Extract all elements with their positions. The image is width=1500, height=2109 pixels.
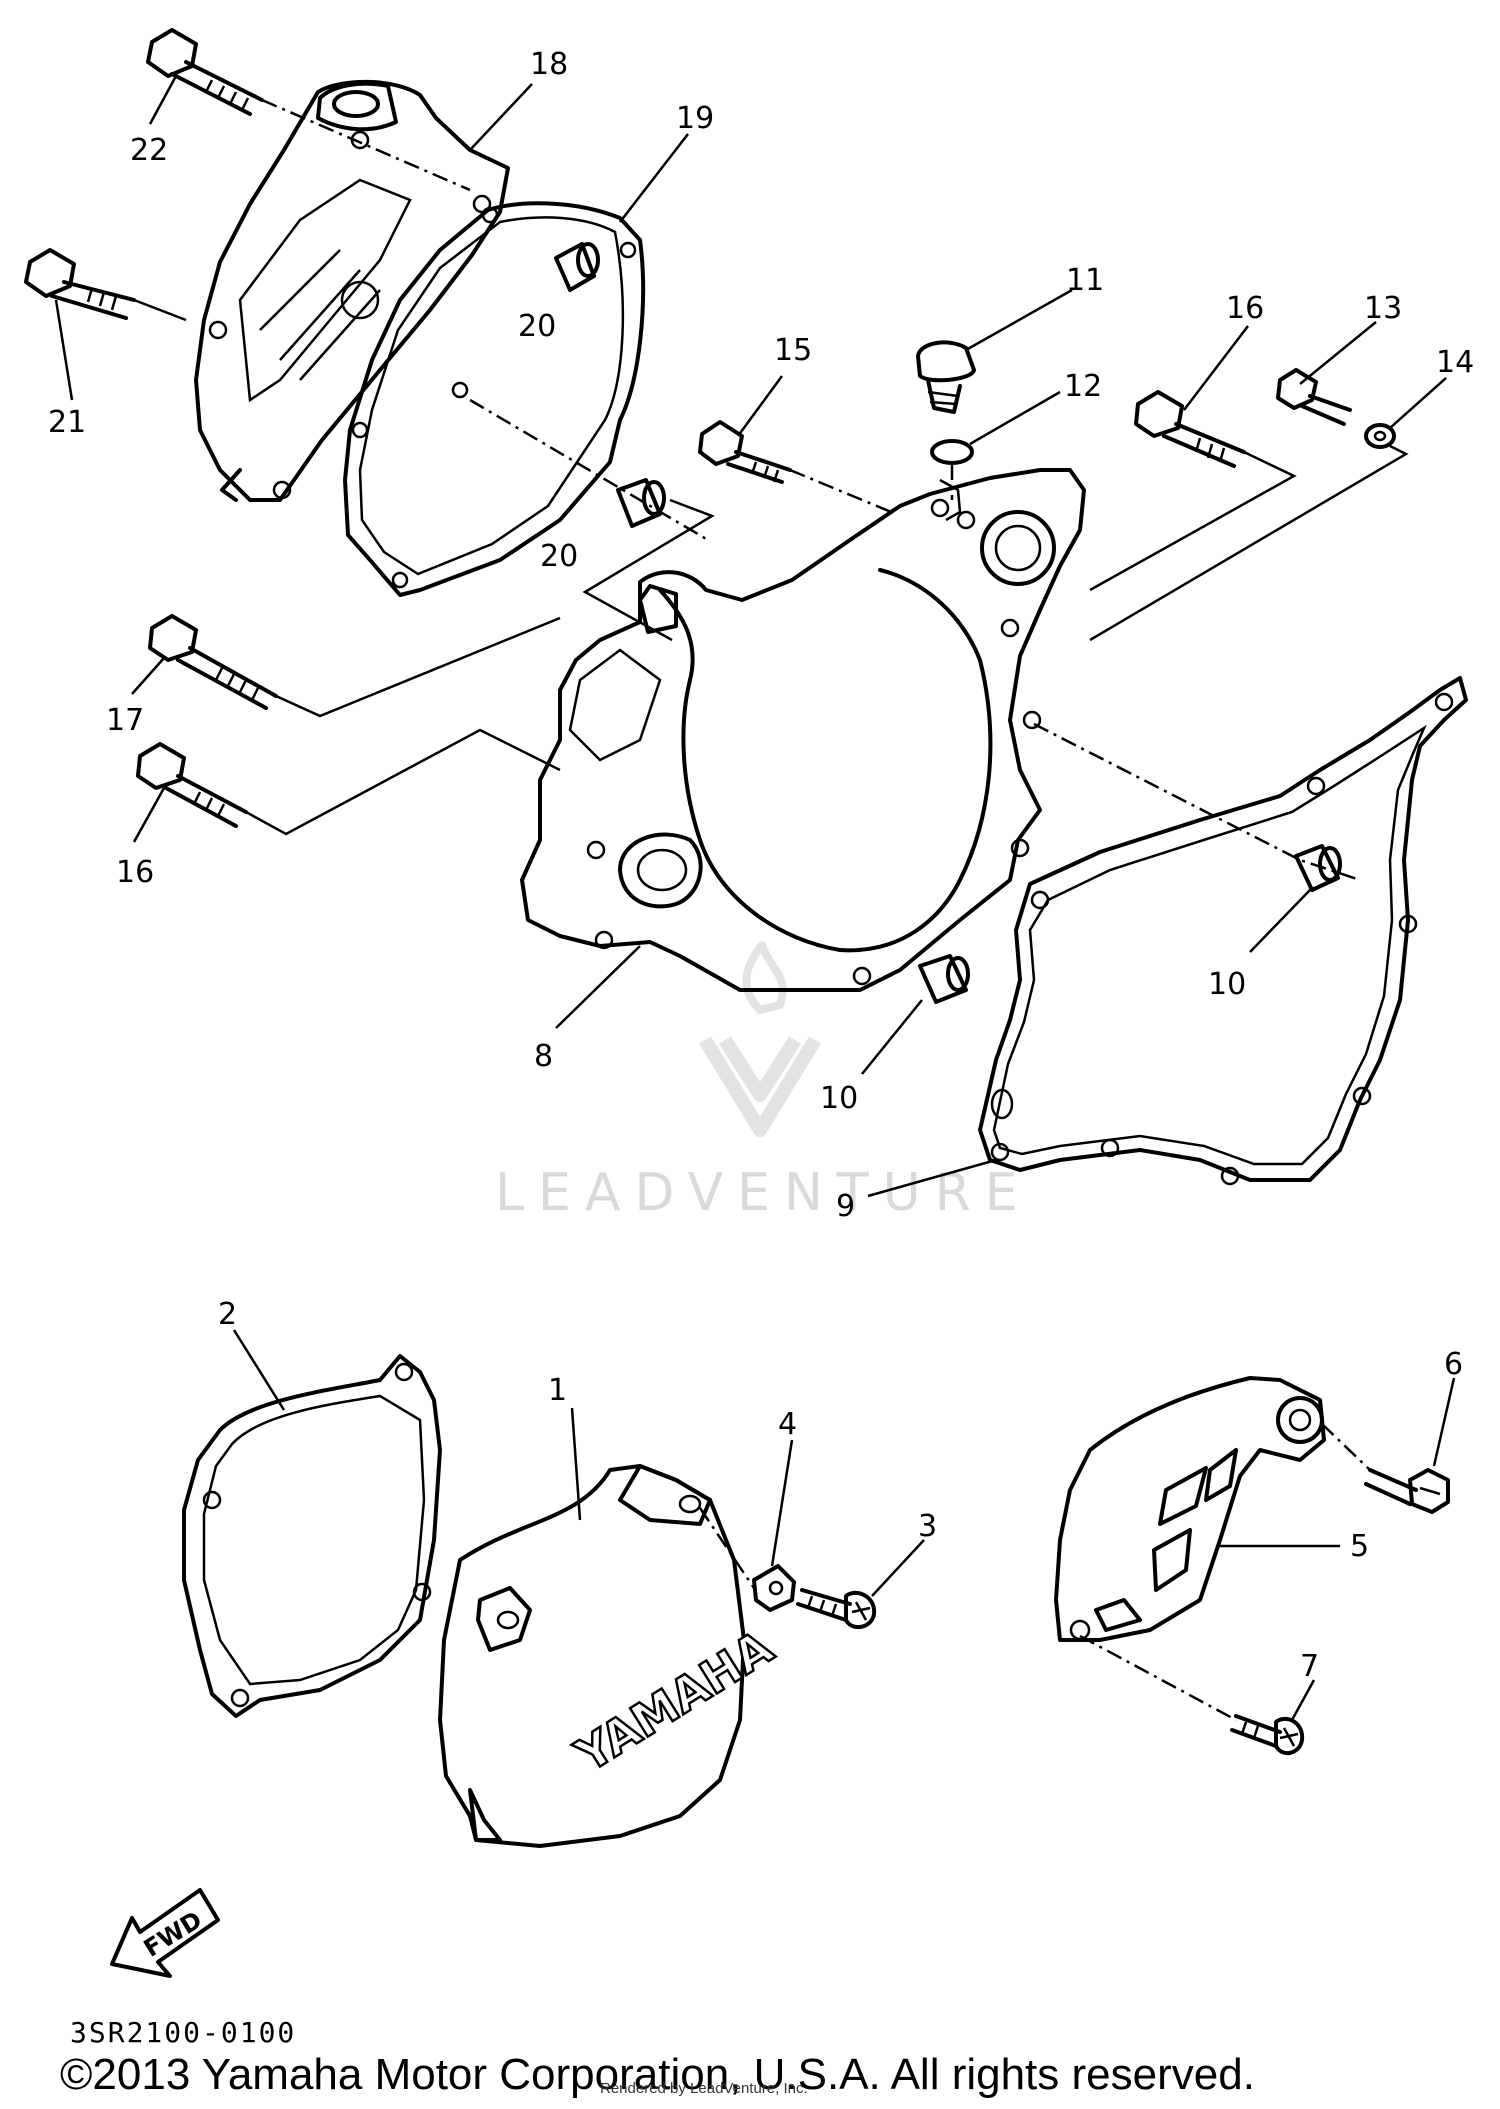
guide-line-8-9 — [1033, 722, 1361, 882]
leader-2 — [232, 1329, 286, 1411]
leader-21 — [54, 299, 74, 401]
callout-15: 15 — [774, 333, 812, 368]
leader-13 — [1299, 321, 1377, 385]
callout-12: 12 — [1064, 369, 1102, 404]
callout-1: 1 — [548, 1373, 567, 1408]
bolt-22 — [146, 28, 264, 116]
yamaha-emblem: YAMAHA — [566, 1620, 782, 1783]
callout-11: 11 — [1066, 263, 1104, 298]
guide-line-1-4 — [698, 1507, 756, 1589]
guide-line-15 — [789, 468, 897, 516]
leader-15 — [736, 375, 784, 437]
leader-9 — [867, 1158, 997, 1198]
guide-line-21 — [133, 298, 187, 322]
washer-4 — [752, 1564, 796, 1612]
leader-10-left — [861, 999, 923, 1075]
leader-6 — [1432, 1377, 1456, 1467]
callout-16-lower: 16 — [116, 855, 154, 890]
callout-20-lower: 20 — [540, 539, 578, 574]
callout-8: 8 — [534, 1039, 553, 1074]
leader-7 — [1290, 1679, 1316, 1721]
callout-14: 14 — [1436, 345, 1474, 380]
leader-4 — [770, 1439, 794, 1567]
leader-22 — [148, 75, 178, 125]
dowel-pin-10-left — [918, 954, 970, 1004]
bolt-15 — [698, 420, 792, 484]
leader-16-upper — [1183, 325, 1249, 411]
dowel-pin-10-right — [1294, 844, 1342, 892]
leader-12 — [969, 390, 1061, 446]
leadventure-watermark-logo — [699, 941, 821, 1137]
bolt-21 — [24, 248, 136, 320]
guide-line-22 — [261, 98, 471, 192]
o-ring-12 — [930, 439, 974, 465]
crankcase-cover-8 — [520, 468, 1086, 992]
guide-line-17 — [275, 616, 561, 718]
leader-17 — [131, 657, 165, 695]
callout-20-upper: 20 — [518, 309, 556, 344]
gasket-2 — [182, 1354, 442, 1718]
leader-3 — [871, 1539, 925, 1597]
guide-line-19-20 — [469, 398, 709, 542]
guide-line-16-lower — [245, 728, 561, 836]
callout-16-upper: 16 — [1226, 291, 1264, 326]
forward-direction-arrow: FWD — [110, 1888, 220, 1978]
callout-2: 2 — [218, 1297, 237, 1332]
bolt-16-lower — [136, 742, 248, 828]
screw-3 — [796, 1588, 877, 1630]
callout-10-left: 10 — [820, 1081, 858, 1116]
guide-line-16-upper — [1089, 450, 1297, 592]
oil-plug-11 — [916, 340, 976, 414]
callout-22: 22 — [130, 133, 168, 168]
washer-14 — [1364, 423, 1396, 449]
leader-16-lower — [132, 787, 166, 843]
ignition-cover-1: YAMAHA — [438, 1464, 784, 1848]
render-credit: Rendered by LeadVenture, Inc. — [600, 2080, 808, 2097]
guide-line-6 — [1321, 1423, 1371, 1471]
callout-3: 3 — [918, 1509, 937, 1544]
callout-7: 7 — [1300, 1649, 1319, 1684]
bolt-13 — [1276, 368, 1352, 426]
callout-17: 17 — [106, 703, 144, 738]
gasket-19 — [343, 201, 646, 597]
diagram-part-code: 3SR2100-0100 — [70, 2016, 297, 2049]
dowel-pin-20-upper — [554, 242, 600, 292]
callout-5: 5 — [1350, 1529, 1369, 1564]
callout-6: 6 — [1444, 1347, 1463, 1382]
guide-line-7 — [1079, 1634, 1237, 1722]
leader-10-right — [1249, 889, 1311, 953]
guide-line-14 — [1089, 444, 1409, 642]
fwd-label: FWD — [139, 1906, 207, 1963]
copyright-notice: ©2013 Yamaha Motor Corporation, U.S.A. A… — [60, 2050, 1255, 2099]
leader-18 — [469, 83, 533, 151]
watermark-text: LEADVENTURE — [495, 1163, 1032, 1223]
callout-21: 21 — [48, 405, 86, 440]
callout-4: 4 — [778, 1407, 797, 1442]
callout-19: 19 — [676, 101, 714, 136]
bolt-17 — [148, 614, 278, 710]
leader-11 — [965, 288, 1073, 352]
guide-line-20 — [582, 498, 715, 642]
leader-1 — [570, 1407, 582, 1521]
sprocket-guard-5 — [1054, 1376, 1326, 1642]
leader-14 — [1389, 377, 1447, 429]
callout-9: 9 — [836, 1189, 855, 1224]
callout-18: 18 — [530, 47, 568, 82]
cover-housing-18 — [194, 79, 510, 502]
dowel-pin-20-lower — [616, 478, 666, 528]
leader-19 — [619, 133, 689, 223]
callout-10-right: 10 — [1208, 967, 1246, 1002]
gasket-9 — [978, 676, 1468, 1186]
leader-8 — [555, 945, 641, 1029]
bolt-16-upper — [1134, 390, 1246, 468]
screw-7 — [1230, 1714, 1305, 1756]
bolt-6 — [1364, 1468, 1450, 1514]
callout-13: 13 — [1364, 291, 1402, 326]
